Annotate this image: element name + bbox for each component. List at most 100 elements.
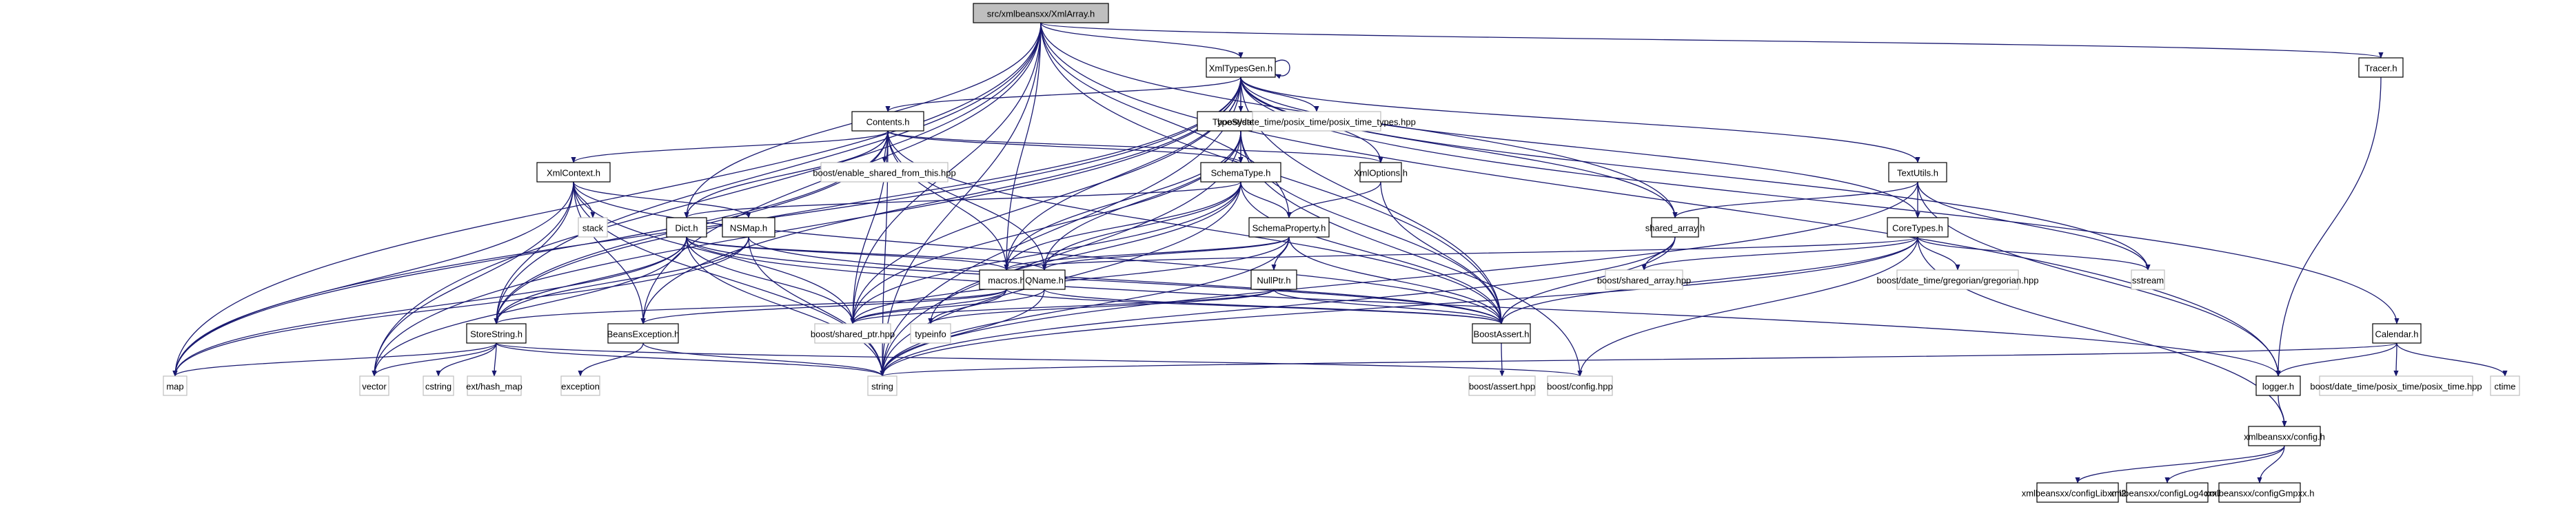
node-posix_time_types: boost/date_time/posix_time/posix_time_ty… (1217, 111, 1416, 132)
edge-xmlcontext-to-shared_ptr (573, 181, 855, 324)
edge-xmltypesgen-to-map (172, 76, 1241, 377)
node-box (163, 375, 187, 396)
node-label: boost/date_time/posix_time/posix_time.hp… (2310, 382, 2482, 392)
edge-schemaproperty-to-shared_ptr (850, 236, 1290, 324)
node-box (1023, 269, 1066, 290)
edge-xmltypesgen-to-string (880, 76, 1241, 377)
node-label: ctime (2494, 382, 2515, 392)
edge-nullptr-to-boostassert (1273, 289, 1504, 324)
edge-contents-to-xmlcontext (571, 130, 889, 163)
node-label: BeansException.h (607, 329, 680, 340)
node-label: Contents.h (866, 117, 910, 127)
edge-xmlcontext-to-stack (573, 181, 596, 218)
edge-xmltypesgen-to-textutils (1240, 76, 1920, 163)
edge-calendar-to-string (880, 342, 2397, 377)
node-label: cstring (425, 382, 452, 392)
node-label: QName.h (1025, 276, 1064, 286)
node-label: xmlbeansxx/configLog4cxx.h (2110, 488, 2224, 499)
edge-root-to-logger (1040, 22, 2281, 377)
node-config_hpp: boost/config.hpp (1547, 375, 1613, 396)
node-exception: exception (560, 375, 600, 396)
node-boostassert[interactable]: BoostAssert.h (1472, 323, 1531, 344)
edge-storestring-to-string (496, 342, 885, 377)
node-gregorian: boost/date_time/gregorian/gregorian.hpp (1877, 269, 2038, 290)
node-ctime: ctime (2490, 375, 2520, 396)
node-box (1472, 323, 1531, 344)
node-storestring[interactable]: StoreString.h (466, 323, 527, 344)
node-config_h[interactable]: xmlbeansxx/config.h (2244, 426, 2325, 446)
node-nullptr[interactable]: NullPtr.h (1250, 269, 1297, 290)
edge-xmlcontext-to-map (172, 181, 574, 377)
edge-nullptr-to-typeinfo (928, 289, 1275, 324)
node-label: BoostAssert.h (1474, 329, 1530, 340)
node-label: boost/config.hpp (1547, 382, 1612, 392)
edge-storestring-to-vector (372, 342, 497, 377)
node-box (560, 375, 600, 396)
edge-nsmap-to-map (172, 236, 749, 377)
node-box (578, 217, 608, 238)
node-box (1888, 162, 1947, 183)
node-label: map (166, 382, 183, 392)
node-root[interactable]: src/xmlbeansxx/XmlArray.h (973, 3, 1109, 23)
edge-contents-to-qname (887, 130, 1047, 271)
node-box (2358, 57, 2404, 78)
node-box (2218, 482, 2301, 503)
edge-xmloptions-to-schemaproperty (1286, 181, 1381, 218)
edge-storestring-to-map (172, 342, 497, 377)
node-configlog4cxx[interactable]: xmlbeansxx/configLog4cxx.h (2110, 482, 2224, 503)
edge-nsmap-to-storestring (494, 236, 749, 324)
node-contents[interactable]: Contents.h (851, 111, 924, 132)
node-box (2131, 269, 2165, 290)
edge-contents-to-dict (684, 130, 889, 218)
node-nsmap[interactable]: NSMap.h (722, 217, 775, 238)
edge-macros-to-boostassert (1006, 289, 1504, 324)
edge-calendar-to-ctime (2396, 342, 2508, 377)
node-calendar[interactable]: Calendar.h (2372, 323, 2422, 344)
node-label: src/xmlbeansxx/XmlArray.h (987, 9, 1095, 19)
node-textutils[interactable]: TextUtils.h (1888, 162, 1947, 183)
edge-dict-to-shared_ptr (686, 236, 855, 324)
node-tracer[interactable]: Tracer.h (2358, 57, 2404, 78)
edge-textutils-to-shared_array_h (1672, 181, 1918, 218)
node-vector: vector (359, 375, 389, 396)
edges-layer (172, 22, 2508, 484)
node-dict[interactable]: Dict.h (666, 217, 707, 238)
node-coretypes[interactable]: CoreTypes.h (1887, 217, 1949, 238)
node-posix_time: boost/date_time/posix_time/posix_time.hp… (2310, 375, 2482, 396)
node-configlibxml2[interactable]: xmlbeansxx/configLibxml2.h (2022, 482, 2134, 503)
node-qname[interactable]: QName.h (1023, 269, 1066, 290)
edge-coretypes-to-config_h (1917, 236, 2287, 427)
edge-calendar-to-logger (2275, 342, 2397, 377)
node-xmloptions[interactable]: XmlOptions.h (1354, 162, 1408, 183)
edge-xmltypesgen-to-contents (885, 76, 1241, 112)
edge-macros-to-beansexception (640, 289, 1007, 324)
edge-coretypes-to-gregorian (1917, 236, 1960, 271)
node-box (1605, 269, 1683, 290)
node-xmltypesgen[interactable]: XmlTypesGen.h (1206, 57, 1276, 78)
edge-contents-to-map (172, 130, 889, 377)
node-xmlcontext[interactable]: XmlContext.h (536, 162, 611, 183)
node-beansexception[interactable]: BeansException.h (607, 323, 680, 344)
edge-coretypes-to-string (880, 236, 1918, 377)
node-logger[interactable]: logger.h (2255, 375, 2301, 396)
node-schematype[interactable]: SchemaType.h (1200, 162, 1281, 183)
edge-config_h-to-configlog4cxx (2164, 445, 2285, 484)
edge-beansexception-to-exception (578, 342, 644, 377)
edge-schemaproperty-to-macros (1004, 236, 1290, 271)
edge-logger-to-config_h (2278, 395, 2287, 427)
node-schemaproperty[interactable]: SchemaProperty.h (1248, 217, 1330, 238)
node-box (2372, 323, 2422, 344)
node-label: ext/hash_map (466, 382, 523, 392)
edge-xmltypesgen-to-storestring (494, 76, 1241, 324)
edge-boostassert-to-assert_hpp (1499, 342, 1505, 377)
edge-coretypes-to-boostassert (1499, 236, 1918, 324)
node-box (1252, 111, 1381, 132)
node-configgmpxx[interactable]: xmlbeansxx/configGmpxx.h (2205, 482, 2315, 503)
edge-dict-to-logger (686, 236, 2281, 377)
node-shared_array_h[interactable]: shared_array.h (1645, 217, 1705, 238)
node-hash_map: ext/hash_map (466, 375, 523, 396)
node-box (1896, 269, 2019, 290)
edge-xmlcontext-to-storestring (494, 181, 574, 324)
node-assert_hpp: boost/assert.hpp (1468, 375, 1536, 396)
node-box (1468, 375, 1536, 396)
